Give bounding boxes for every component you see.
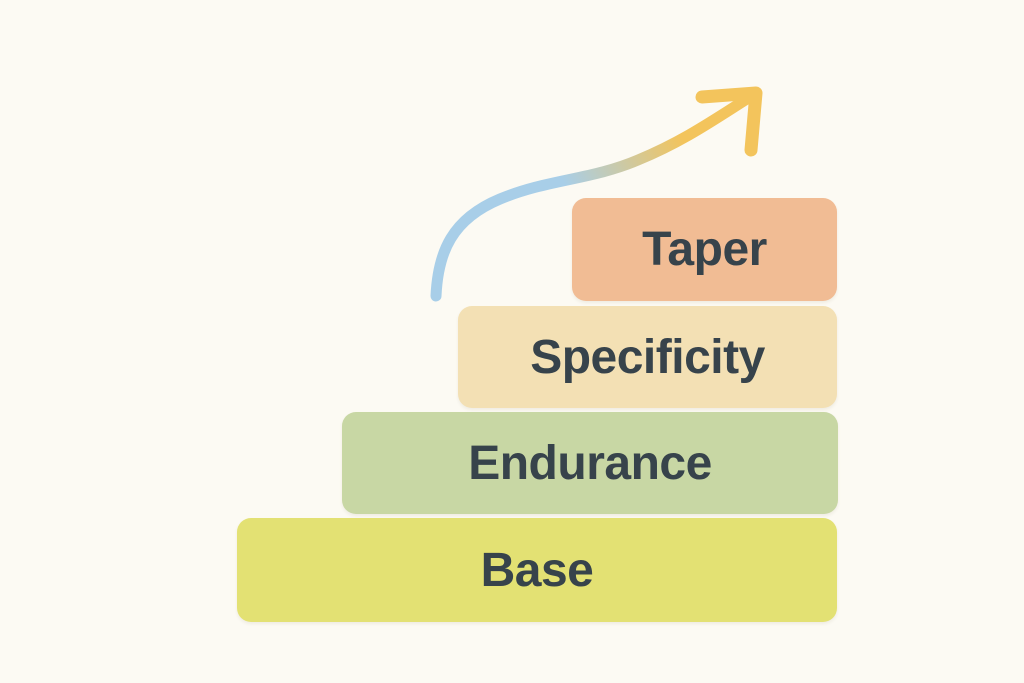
block-specificity-label: Specificity [530,330,765,384]
block-base-label: Base [480,543,594,597]
growth-arrow-head [695,86,763,157]
block-specificity: Specificity [458,306,837,408]
block-taper-label: Taper [642,223,767,276]
block-base: Base [237,518,837,622]
block-endurance: Endurance [342,412,838,514]
block-endurance-label: Endurance [468,436,712,490]
block-taper: Taper [572,198,837,301]
